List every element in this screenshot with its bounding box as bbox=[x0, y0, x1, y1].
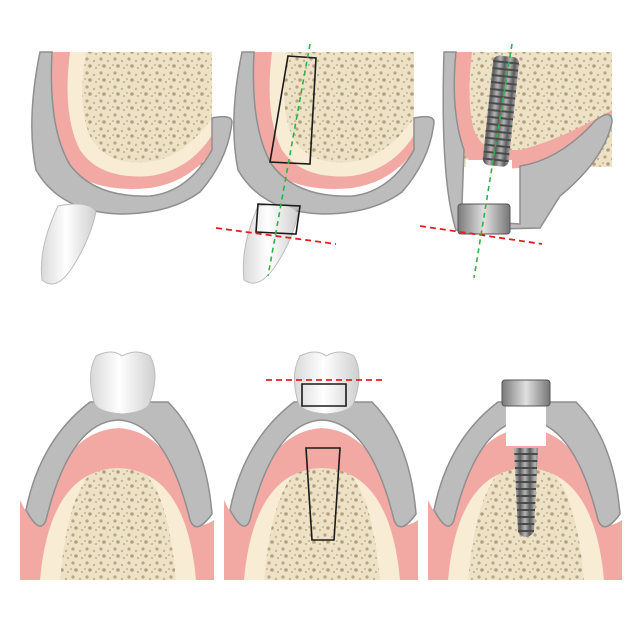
gum bbox=[44, 52, 212, 187]
gum bbox=[246, 52, 414, 187]
socket-space bbox=[466, 160, 512, 210]
gum-tissue bbox=[428, 428, 622, 580]
soft-tissue bbox=[31, 51, 233, 215]
planned-abutment-outline bbox=[301, 383, 347, 407]
socket-space bbox=[506, 400, 546, 446]
soft-tissue bbox=[25, 401, 213, 528]
tooth-icon bbox=[40, 203, 97, 285]
soft-tissue bbox=[442, 51, 613, 231]
panel-lower-3 bbox=[428, 379, 622, 580]
gum-tissue bbox=[43, 52, 212, 189]
gum-tissue bbox=[20, 428, 214, 580]
cut-line bbox=[215, 227, 337, 245]
abutment-icon bbox=[501, 379, 551, 407]
soft-tissue bbox=[433, 401, 621, 528]
panel-lower-2 bbox=[224, 351, 418, 580]
abutment-icon bbox=[457, 203, 511, 235]
panel-upper-1 bbox=[31, 51, 233, 285]
gum-tissue bbox=[245, 52, 414, 189]
panel-upper-2 bbox=[215, 43, 435, 284]
soft-tissue bbox=[233, 51, 435, 215]
tooth-icon bbox=[90, 351, 156, 415]
panel-upper-3 bbox=[419, 43, 613, 279]
bone bbox=[60, 460, 176, 580]
panel-lower-1 bbox=[20, 351, 214, 580]
implant-icon bbox=[482, 55, 519, 167]
tooth-icon bbox=[242, 203, 299, 284]
implant-icon bbox=[514, 448, 538, 537]
planned-abutment-outline bbox=[255, 203, 301, 235]
axis-line bbox=[267, 43, 311, 277]
gum-tissue bbox=[224, 428, 418, 580]
axis-line bbox=[473, 43, 513, 279]
planned-implant-outline bbox=[269, 55, 317, 165]
tooth-icon bbox=[294, 351, 360, 415]
gum-tissue bbox=[448, 52, 612, 170]
bone bbox=[264, 460, 380, 580]
planned-implant-outline bbox=[305, 447, 341, 541]
soft-tissue bbox=[229, 401, 417, 528]
